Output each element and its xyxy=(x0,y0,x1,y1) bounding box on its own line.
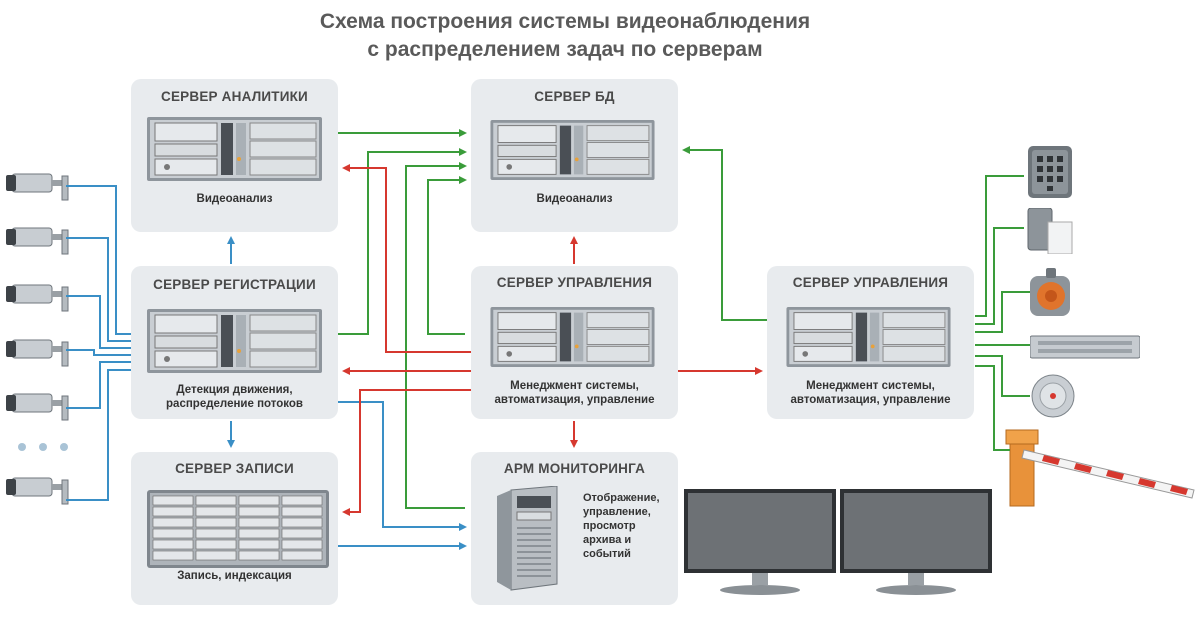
rack-server-icon xyxy=(147,117,322,181)
arm-caption-line: Отображение, xyxy=(583,492,660,504)
control-to-recording-line xyxy=(342,389,471,516)
analytics-server-caption: Видеоанализ xyxy=(196,193,273,205)
magnetic-lock-icon xyxy=(1030,335,1140,359)
monitor-icon xyxy=(684,489,836,595)
arm-caption-line: управление, xyxy=(583,506,651,518)
arm-caption: Отображение, управление, просмотр архива… xyxy=(583,491,675,561)
control-server-main-caption-1: Менеджмент системы, xyxy=(510,380,639,392)
motion-sensor-icon xyxy=(1031,374,1075,418)
control-to-analytics-line xyxy=(342,164,471,353)
camera-icon xyxy=(6,284,69,312)
motion-sensor-link-line xyxy=(975,355,1030,397)
registration-to-db-line xyxy=(338,148,467,335)
camera-icon xyxy=(6,393,69,421)
card-reader-link-line xyxy=(975,227,1024,325)
registration-server-title: СЕРВЕР РЕГИСТРАЦИИ xyxy=(153,277,316,292)
registration-server-caption-1: Детекция движения, xyxy=(176,384,293,396)
barrier-link-line xyxy=(975,365,1010,451)
camera-icon xyxy=(6,173,69,201)
access-control-to-db-line xyxy=(682,146,767,321)
rack-server-icon xyxy=(786,307,951,367)
rack-server-icon xyxy=(147,309,322,373)
db-server-title: СЕРВЕР БД xyxy=(534,89,615,104)
diagram-title-line2: с распределением задач по серверам xyxy=(367,38,763,61)
recording-server-caption: Запись, индексация xyxy=(177,570,292,582)
arm-caption-line: событий xyxy=(583,548,631,560)
camera-link-line xyxy=(66,369,131,501)
registration-server-caption-2: распределение потоков xyxy=(166,398,303,410)
storage-array-icon xyxy=(147,490,329,568)
camera-link-line xyxy=(66,185,131,335)
camera-link-line xyxy=(66,361,131,409)
barrier-gate-icon xyxy=(1005,429,1195,507)
arm-caption-line: архива и xyxy=(583,534,632,546)
camera-link-line xyxy=(66,349,131,356)
camera-link-line xyxy=(66,237,131,342)
control-server-access-caption-1: Менеджмент системы, xyxy=(806,380,935,392)
camera-link-line xyxy=(66,295,131,349)
ellipsis-dots-icon xyxy=(18,443,68,451)
arm-title: АРМ МОНИТОРИНГА xyxy=(503,461,646,476)
camera-icon xyxy=(6,477,69,505)
keypad-icon xyxy=(1028,146,1072,198)
rack-server-icon xyxy=(490,120,655,180)
rack-server-icon xyxy=(490,307,655,367)
camera-icon xyxy=(6,227,69,255)
control-server-main-title: СЕРВЕР УПРАВЛЕНИЯ xyxy=(496,275,653,290)
control-to-db-line xyxy=(427,176,467,335)
analytics-server-title: СЕРВЕР АНАЛИТИКИ xyxy=(161,89,308,104)
monitor-icon xyxy=(840,489,992,595)
camera-icon xyxy=(6,339,69,367)
recording-server-title: СЕРВЕР ЗАПИСИ xyxy=(175,461,294,476)
workstation-tower-icon xyxy=(497,486,558,591)
control-server-access-title: СЕРВЕР УПРАВЛЕНИЯ xyxy=(792,275,949,290)
keypad-link-line xyxy=(975,175,1024,317)
arm-to-db-line xyxy=(405,162,467,509)
exit-button-link-line xyxy=(975,291,1030,333)
arm-caption-line: просмотр xyxy=(583,520,636,532)
diagram-title-line1: Схема построения системы видеонаблюдения xyxy=(319,10,811,33)
control-server-access-caption-2: автоматизация, управление xyxy=(790,394,951,406)
exit-button-icon xyxy=(1030,268,1070,316)
db-server-caption: Видеоанализ xyxy=(536,193,613,205)
card-reader-icon xyxy=(1027,208,1073,254)
control-server-main-caption-2: автоматизация, управление xyxy=(494,394,655,406)
